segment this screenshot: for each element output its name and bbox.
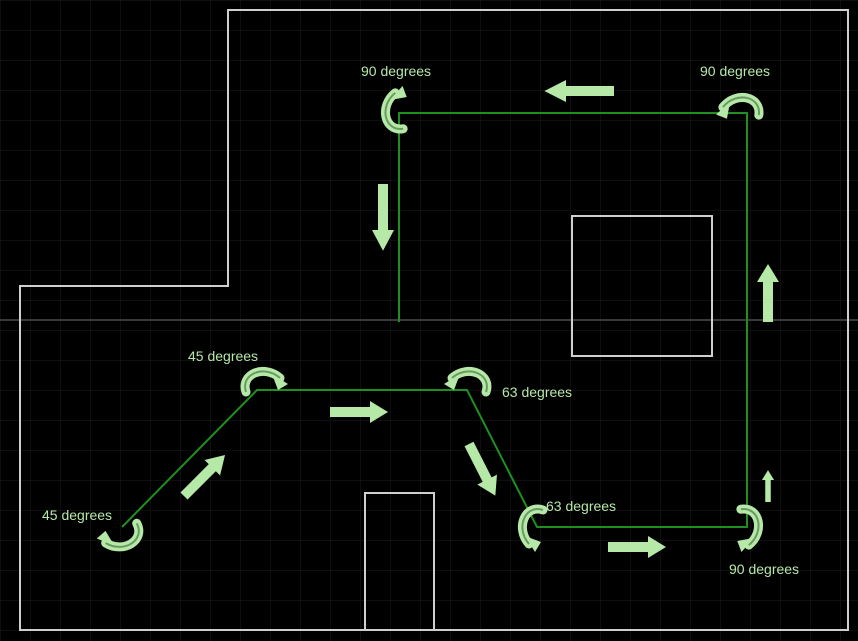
turn-label-90-top-right: 90 degrees	[700, 63, 770, 79]
turn-label-90-bottom-right: 90 degrees	[729, 561, 799, 577]
room-outline	[19, 9, 849, 631]
robot-path	[121, 112, 748, 528]
doorway	[364, 492, 435, 630]
turn-label-90-top-left: 90 degrees	[361, 63, 431, 79]
turn-label-45-top: 45 degrees	[188, 348, 258, 364]
obstacle-square	[571, 215, 713, 357]
turn-label-45-left: 45 degrees	[42, 507, 112, 523]
turn-label-63-top: 63 degrees	[502, 384, 572, 400]
turn-label-63-bottom: 63 degrees	[546, 498, 616, 514]
